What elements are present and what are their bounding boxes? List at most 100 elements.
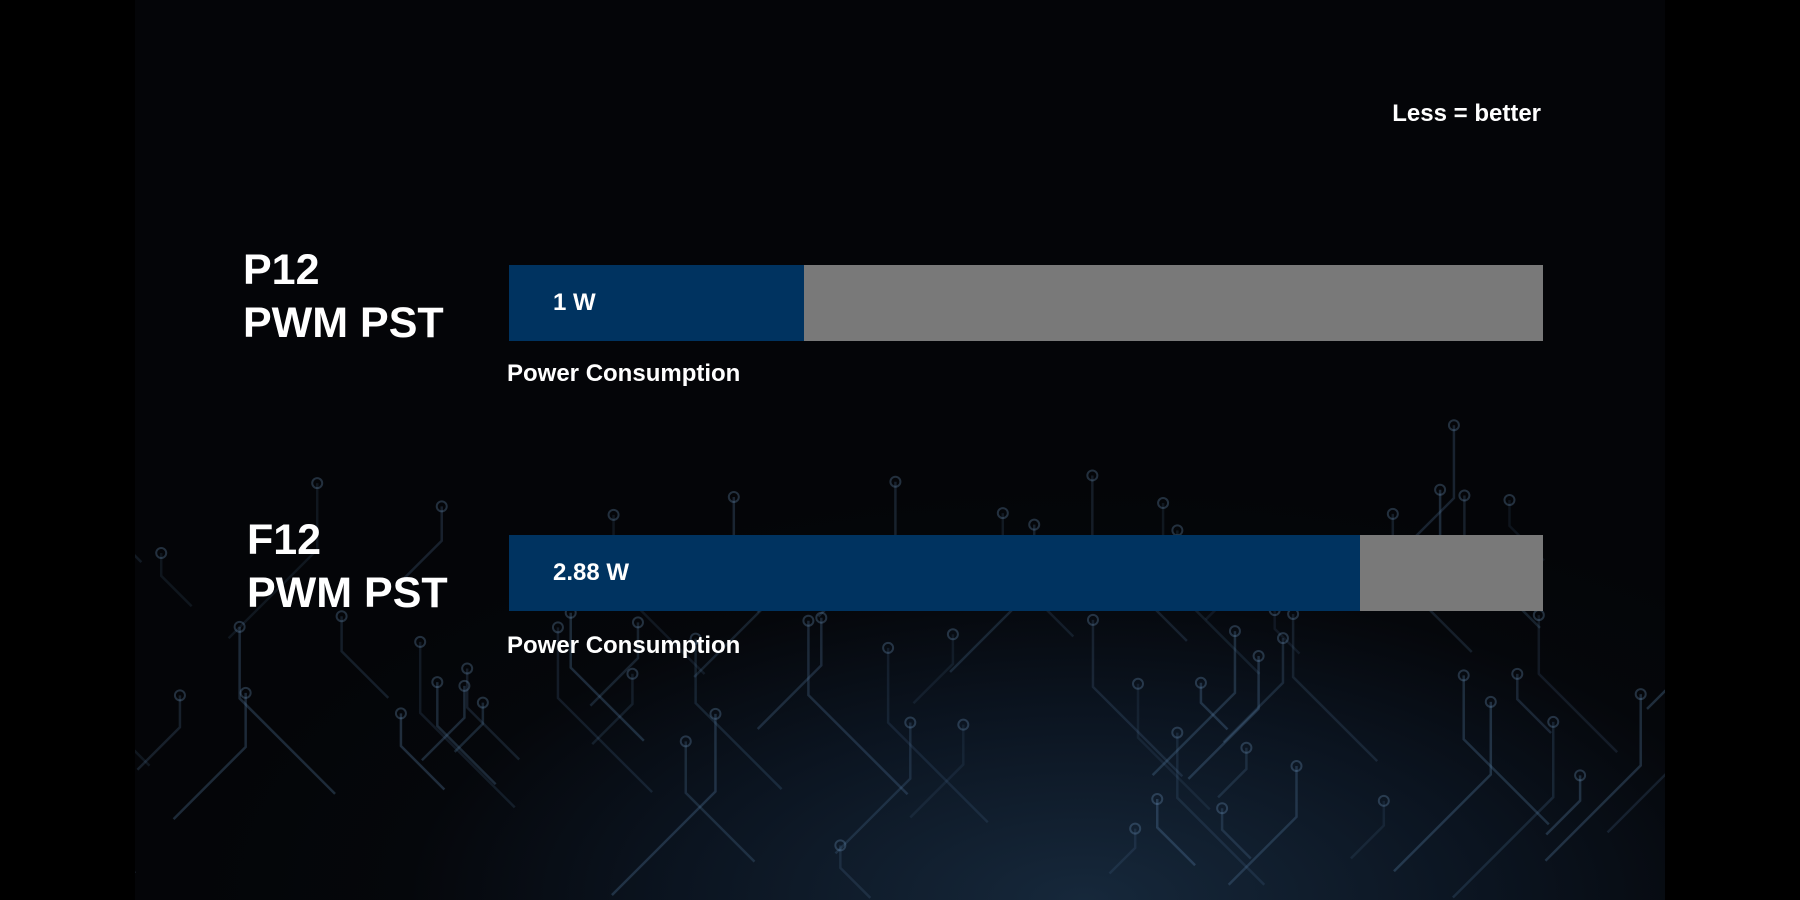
- circuit-trace: [395, 506, 443, 588]
- circuit-trace: [569, 612, 645, 742]
- value-label-p12: 1 W: [553, 289, 596, 316]
- circuit-pad: [173, 689, 186, 702]
- circuit-pad: [1290, 760, 1303, 773]
- circuit-trace: [591, 673, 634, 746]
- circuit-pad: [1151, 793, 1164, 806]
- circuit-trace: [1136, 683, 1211, 811]
- circuit-background: [135, 419, 1665, 899]
- circuit-pad: [1447, 419, 1460, 432]
- circuit-pad: [1458, 489, 1471, 502]
- circuit-trace: [1222, 638, 1285, 744]
- circuit-pad: [551, 621, 564, 634]
- circuit-pad: [626, 667, 639, 680]
- circuit-trace: [1291, 613, 1379, 763]
- circuit-pad: [461, 662, 474, 675]
- circuit-trace: [1155, 799, 1196, 867]
- circuit-pad: [679, 735, 692, 748]
- bar-fill-p12: [509, 265, 805, 341]
- circuit-trace: [1199, 682, 1229, 731]
- circuit-pad: [1377, 794, 1390, 807]
- circuit-pad: [233, 620, 246, 633]
- circuit-pad: [727, 490, 740, 503]
- circuit-trace: [1273, 610, 1301, 655]
- circuit-pad: [1157, 497, 1170, 510]
- circuit-pad: [1240, 741, 1253, 754]
- circuit-trace: [172, 692, 247, 820]
- circuit-pad: [1216, 802, 1229, 815]
- circuit-pad: [882, 641, 895, 654]
- circuit-trace: [1545, 775, 1582, 836]
- circuit-pad: [155, 546, 168, 559]
- bar-track-f12: 2.88 W: [509, 535, 1543, 611]
- slide-panel: [135, 0, 1665, 900]
- circuit-pad: [834, 839, 847, 852]
- circuit-pad: [335, 610, 348, 623]
- circuit-trace: [756, 617, 823, 730]
- circuit-trace: [1187, 656, 1260, 780]
- caption-p12: Power Consumption: [507, 360, 741, 387]
- circuit-trace: [453, 702, 485, 753]
- circuit-pad: [1434, 483, 1447, 496]
- circuit-trace: [1350, 800, 1386, 860]
- circuit-pad: [311, 477, 324, 490]
- circuit-trace: [135, 749, 151, 767]
- model-variant: PWM PST: [247, 569, 448, 617]
- circuit-trace: [839, 845, 872, 899]
- row-label-f12: F12 PWM PST: [247, 514, 448, 620]
- circuit-pad: [431, 676, 444, 689]
- circuit-trace: [556, 627, 654, 794]
- circuit-trace: [1462, 675, 1550, 826]
- circuit-trace: [912, 634, 955, 705]
- circuit-trace: [1227, 766, 1298, 886]
- circuit-pad: [476, 696, 489, 709]
- circuit-trace: [136, 695, 182, 771]
- circuit-trace: [1537, 615, 1619, 754]
- caption-f12: Power Consumption: [507, 632, 741, 659]
- circuit-trace: [1091, 619, 1184, 778]
- circuit-trace: [1516, 673, 1552, 734]
- circuit-trace: [421, 685, 466, 762]
- circuit-trace: [1151, 631, 1237, 777]
- circuit-trace: [238, 626, 336, 795]
- circuit-pad: [957, 718, 970, 731]
- model-name: F12: [247, 516, 322, 564]
- circuit-pad: [435, 500, 448, 513]
- circuit-trace: [1176, 732, 1266, 886]
- circuit-pad: [239, 686, 252, 699]
- circuit-pad: [1028, 518, 1041, 531]
- circuit-trace: [694, 638, 783, 790]
- circuit-pad: [1194, 676, 1207, 689]
- circuit-trace: [1452, 721, 1555, 899]
- circuit-pad: [1574, 769, 1587, 782]
- row-label-p12: P12 PWM PST: [243, 244, 444, 350]
- circuit-pad: [1386, 507, 1399, 520]
- circuit-pad: [1634, 688, 1647, 701]
- circuit-pad: [689, 632, 702, 645]
- circuit-trace: [135, 553, 143, 563]
- circuit-trace: [886, 647, 989, 824]
- circuit-trace: [340, 616, 390, 699]
- circuit-trace: [465, 668, 521, 761]
- circuit-trace: [1108, 828, 1137, 875]
- circuit-trace: [1544, 694, 1642, 862]
- circuit-pad: [1547, 715, 1560, 728]
- circuit-trace: [418, 641, 516, 809]
- circuit-pad: [1484, 695, 1497, 708]
- circuit-trace: [159, 552, 193, 608]
- circuit-trace: [1646, 689, 1665, 710]
- circuit-pad: [1511, 667, 1524, 680]
- circuit-pad: [1132, 677, 1145, 690]
- circuit-pad: [394, 707, 407, 720]
- circuit-trace: [1606, 773, 1665, 834]
- circuit-pad: [1457, 669, 1470, 682]
- circuit-pad: [1086, 469, 1099, 482]
- circuit-trace: [1393, 701, 1493, 873]
- circuit-trace: [834, 722, 912, 855]
- circuit-pad: [1129, 822, 1142, 835]
- circuit-pad: [1086, 613, 1099, 626]
- circuit-trace: [436, 682, 497, 786]
- model-name: P12: [243, 246, 320, 294]
- circuit-pad: [458, 679, 471, 692]
- circuit-pad: [815, 611, 828, 624]
- circuit-pad: [607, 508, 620, 521]
